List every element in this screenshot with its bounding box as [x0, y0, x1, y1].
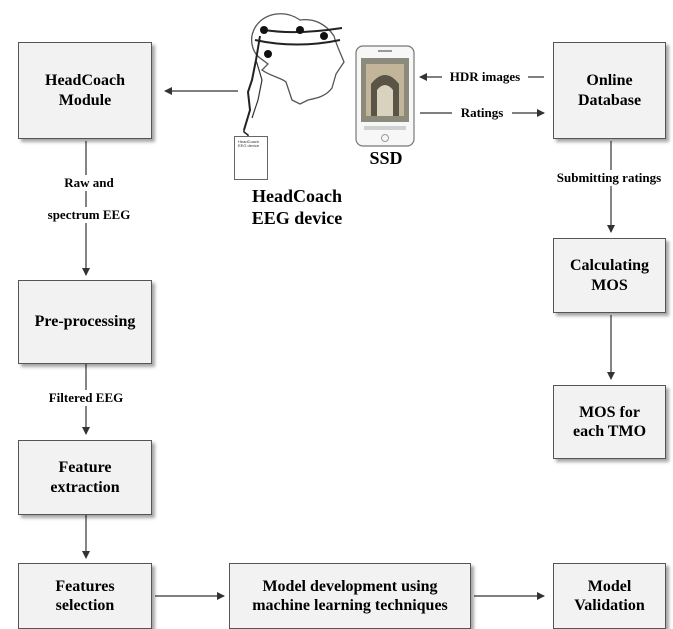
device-title-line2: EEG device: [251, 208, 343, 228]
ssd-label: SSD: [369, 148, 403, 168]
spectrum-eeg-label: spectrum EEG: [30, 207, 148, 223]
ssd-phone-icon: [355, 45, 415, 147]
headcoach-module-box: HeadCoach Module: [18, 42, 152, 139]
model-development-box: Model development using machine learning…: [229, 563, 471, 629]
ratings-label: Ratings: [452, 105, 512, 121]
feature-extraction-box: Feature extraction: [18, 440, 152, 515]
eeg-device-card: HeadCoach EEG device: [234, 136, 268, 180]
preprocessing-box: Pre-processing: [18, 280, 152, 364]
model-validation-box: Model Validation: [553, 563, 666, 629]
raw-and-label: Raw and: [44, 175, 134, 191]
filtered-eeg-label: Filtered EEG: [34, 390, 138, 406]
hdr-images-label: HDR images: [442, 69, 528, 85]
submitting-ratings-label: Submitting ratings: [544, 170, 673, 186]
calculating-mos-box: Calculating MOS: [553, 238, 666, 313]
features-selection-box: Features selection: [18, 563, 152, 629]
device-title-line1: HeadCoach: [252, 186, 342, 206]
mos-each-tmo-box: MOS for each TMO: [553, 385, 666, 459]
eeg-headset-icon: [243, 13, 345, 136]
online-database-box: Online Database: [553, 42, 666, 139]
